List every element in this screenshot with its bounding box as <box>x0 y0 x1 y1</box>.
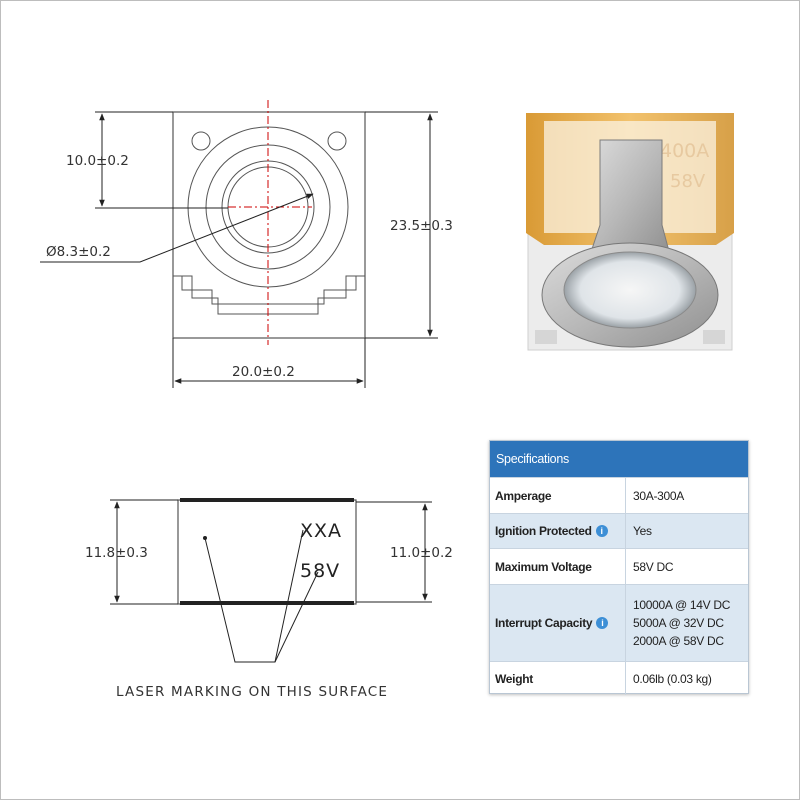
photo-label-amps: 400A <box>660 140 709 162</box>
specifications-header: Specifications <box>490 441 748 477</box>
corner-hole-right <box>327 131 347 151</box>
dim-label-total-height: 23.5±0.3 <box>390 218 453 234</box>
spec-row-amperage: Amperage 30A-300A <box>490 477 748 513</box>
front-body-outline <box>172 111 366 339</box>
spec-value: Yes <box>633 524 652 538</box>
terminal-hole <box>563 251 697 329</box>
spec-value: 30A-300A <box>633 488 684 503</box>
dim-label-hole-diameter: Ø8.3±0.2 <box>46 244 111 260</box>
marking-leader <box>204 529 304 663</box>
body-foot-left <box>535 330 557 344</box>
marking-line-2: 58V <box>300 560 340 582</box>
spec-label: Maximum Voltage <box>490 549 626 584</box>
spec-row-maximum-voltage: Maximum Voltage 58V DC <box>490 548 748 584</box>
spec-value: 58V DC <box>633 559 674 574</box>
fuse-photo: 400A 58V <box>526 113 734 351</box>
info-icon[interactable]: i <box>595 525 608 537</box>
marking-leader <box>274 571 319 663</box>
side-bottom-edge <box>180 601 354 605</box>
metal-strap <box>589 139 671 256</box>
leader-dot <box>203 536 207 540</box>
info-icon[interactable]: i <box>596 617 609 629</box>
body-foot-right <box>703 330 725 344</box>
side-top-edge <box>180 498 354 502</box>
front-view: 10.0±0.2 Ø8.3±0.2 23.5±0.3 20.0±0.2 <box>40 100 453 388</box>
dim-label-side-left: 11.8±0.3 <box>85 545 148 561</box>
dim-label-side-right: 11.0±0.2 <box>390 545 453 561</box>
spec-value: 0.06lb (0.03 kg) <box>633 671 712 686</box>
photo-label-volts: 58V <box>670 171 706 192</box>
spec-row-weight: Weight 0.06lb (0.03 kg) <box>490 661 748 695</box>
spec-value: 10000A @ 14V DC 5000A @ 32V DC 2000A @ 5… <box>633 598 731 648</box>
side-body-outline <box>177 499 357 605</box>
side-view: XXA 58V 11.8±0.3 11.0±0.2 LASER MARKING … <box>85 498 453 700</box>
dim-label-height-center: 10.0±0.2 <box>66 153 129 169</box>
marking-line-1: XXA <box>300 520 342 542</box>
laser-marking-caption: LASER MARKING ON THIS SURFACE <box>116 684 388 700</box>
dim-label-width: 20.0±0.2 <box>232 364 295 380</box>
spec-label: Amperage <box>490 478 626 513</box>
leader-diameter <box>40 193 314 263</box>
spec-label: Weight <box>490 662 626 695</box>
corner-hole-left <box>191 131 211 151</box>
specifications-table: Specifications Amperage 30A-300A Ignitio… <box>489 440 749 695</box>
